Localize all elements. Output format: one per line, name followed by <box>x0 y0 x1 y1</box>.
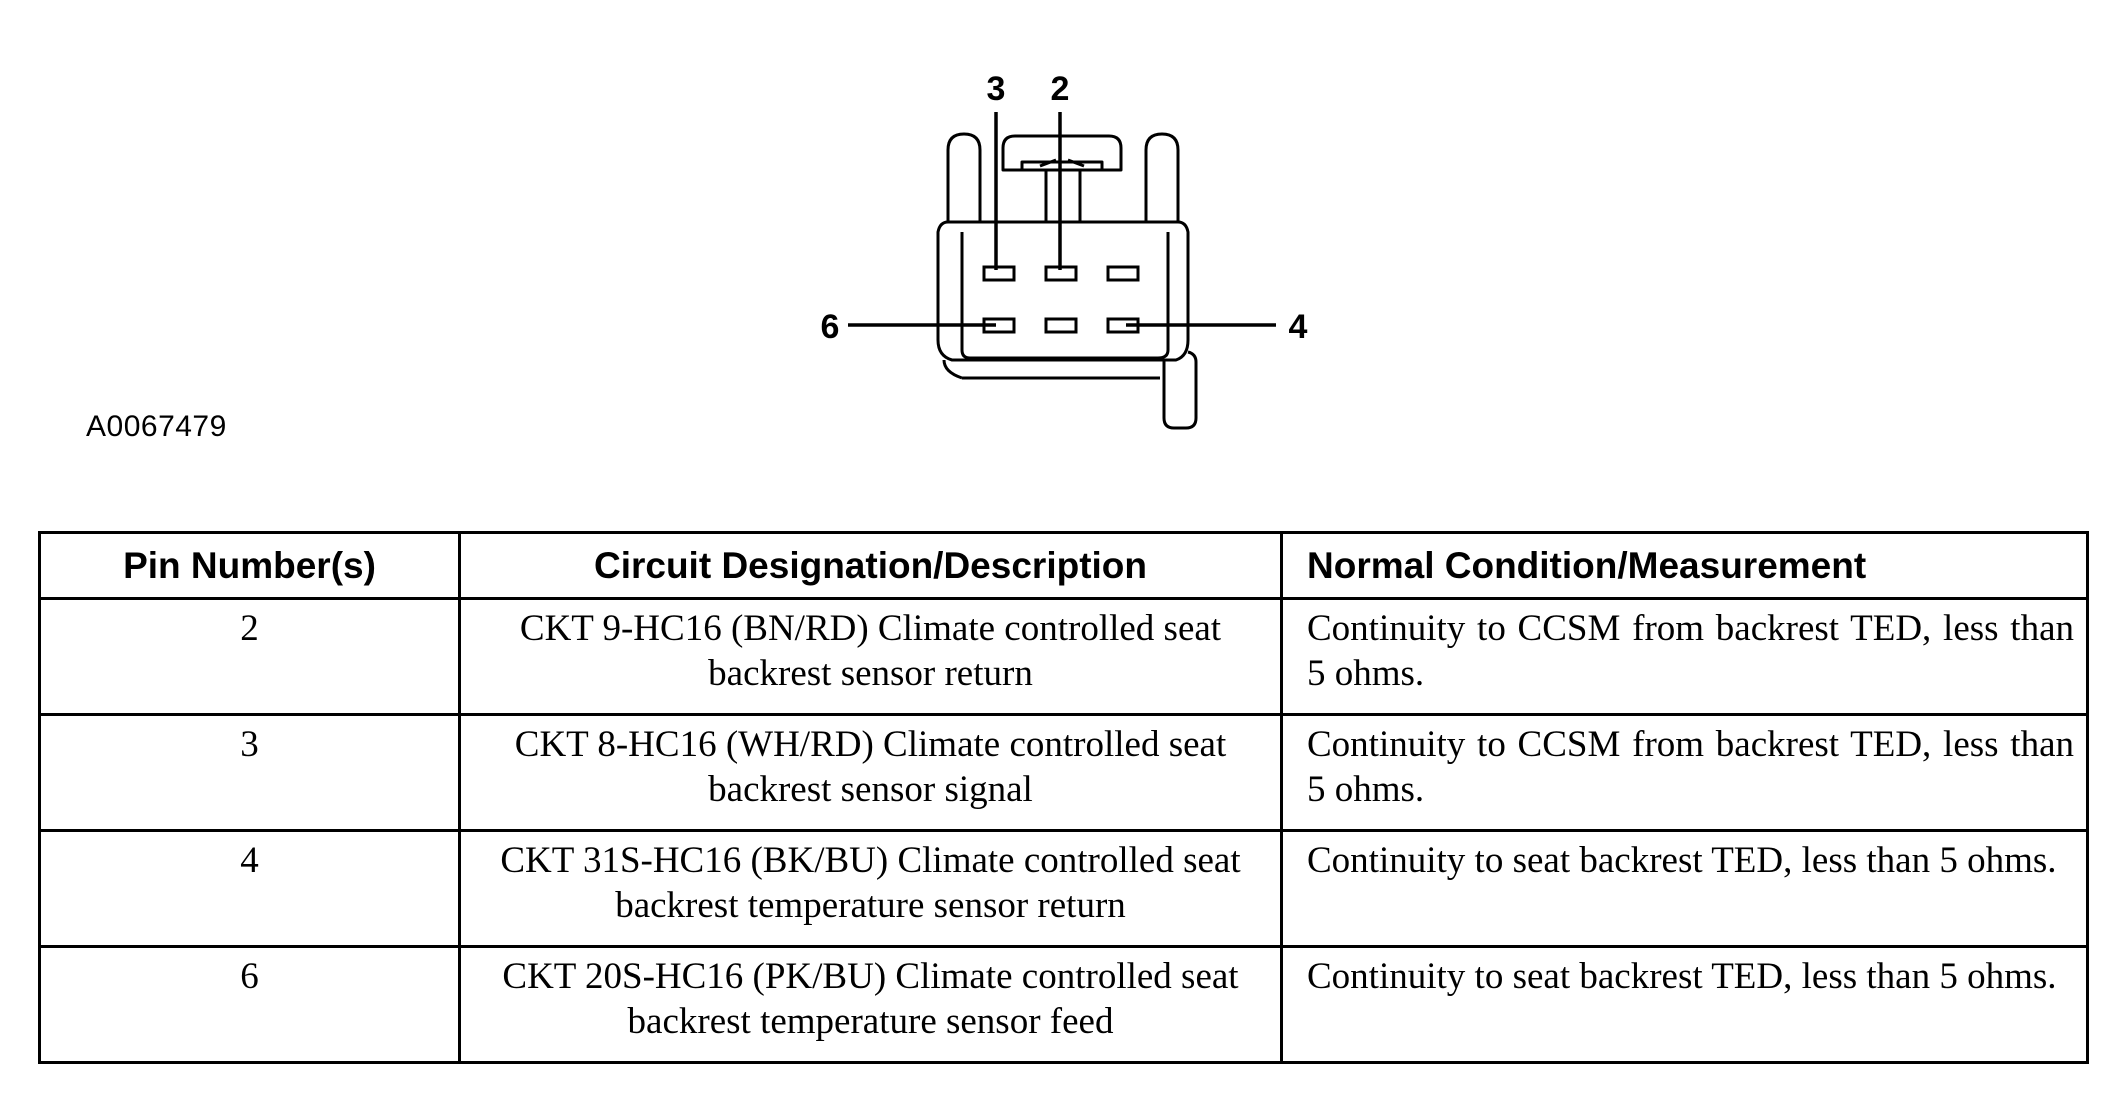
header-normal-condition: Normal Condition/Measurement <box>1280 531 2089 600</box>
key-tab <box>1162 350 1198 430</box>
table-row: 4 CKT 31S-HC16 (BK/BU) Climate controlle… <box>38 829 2089 948</box>
cavity-5 <box>1044 317 1078 334</box>
circuit-description-cell: CKT 9-HC16 (BN/RD) Climate controlled se… <box>458 597 1283 716</box>
pin-label-3: 3 <box>987 70 1006 108</box>
pin-label-2: 2 <box>1051 70 1070 108</box>
pin-label-4: 4 <box>1289 308 1308 346</box>
pin-number-cell: 6 <box>38 945 461 1064</box>
cavity-3 <box>982 265 1016 282</box>
circuit-description-cell: CKT 31S-HC16 (BK/BU) Climate controlled … <box>458 829 1283 948</box>
condition-cell: Continuity to CCSM from backrest TED, le… <box>1280 713 2089 832</box>
header-pin-numbers: Pin Number(s) <box>38 531 461 600</box>
lock-tab <box>1001 134 1123 172</box>
table-row: 6 CKT 20S-HC16 (PK/BU) Climate controlle… <box>38 945 2089 1064</box>
pin-label-6: 6 <box>821 308 840 346</box>
condition-cell: Continuity to CCSM from backrest TED, le… <box>1280 597 2089 716</box>
figure-id: A0067479 <box>86 410 227 443</box>
table-row: 3 CKT 8-HC16 (WH/RD) Climate controlled … <box>38 713 2089 832</box>
connector-diagram: 3 2 6 4 <box>821 70 1308 430</box>
left-latch <box>946 132 982 222</box>
table-header-row: Pin Number(s) Circuit Designation/Descri… <box>38 531 2089 600</box>
table-row: 2 CKT 9-HC16 (BN/RD) Climate controlled … <box>38 597 2089 716</box>
condition-cell: Continuity to seat backrest TED, less th… <box>1280 945 2089 1064</box>
pin-spec-table: Pin Number(s) Circuit Designation/Descri… <box>38 531 2089 1064</box>
pin-number-cell: 3 <box>38 713 461 832</box>
pin-number-cell: 2 <box>38 597 461 716</box>
circuit-description-cell: CKT 8-HC16 (WH/RD) Climate controlled se… <box>458 713 1283 832</box>
right-latch <box>1144 132 1180 222</box>
circuit-description-cell: CKT 20S-HC16 (PK/BU) Climate controlled … <box>458 945 1283 1064</box>
condition-cell: Continuity to seat backrest TED, less th… <box>1280 829 2089 948</box>
connector-body <box>936 220 1190 362</box>
pin-number-cell: 4 <box>38 829 461 948</box>
cavity-1 <box>1106 265 1140 282</box>
header-circuit-description: Circuit Designation/Description <box>458 531 1283 600</box>
